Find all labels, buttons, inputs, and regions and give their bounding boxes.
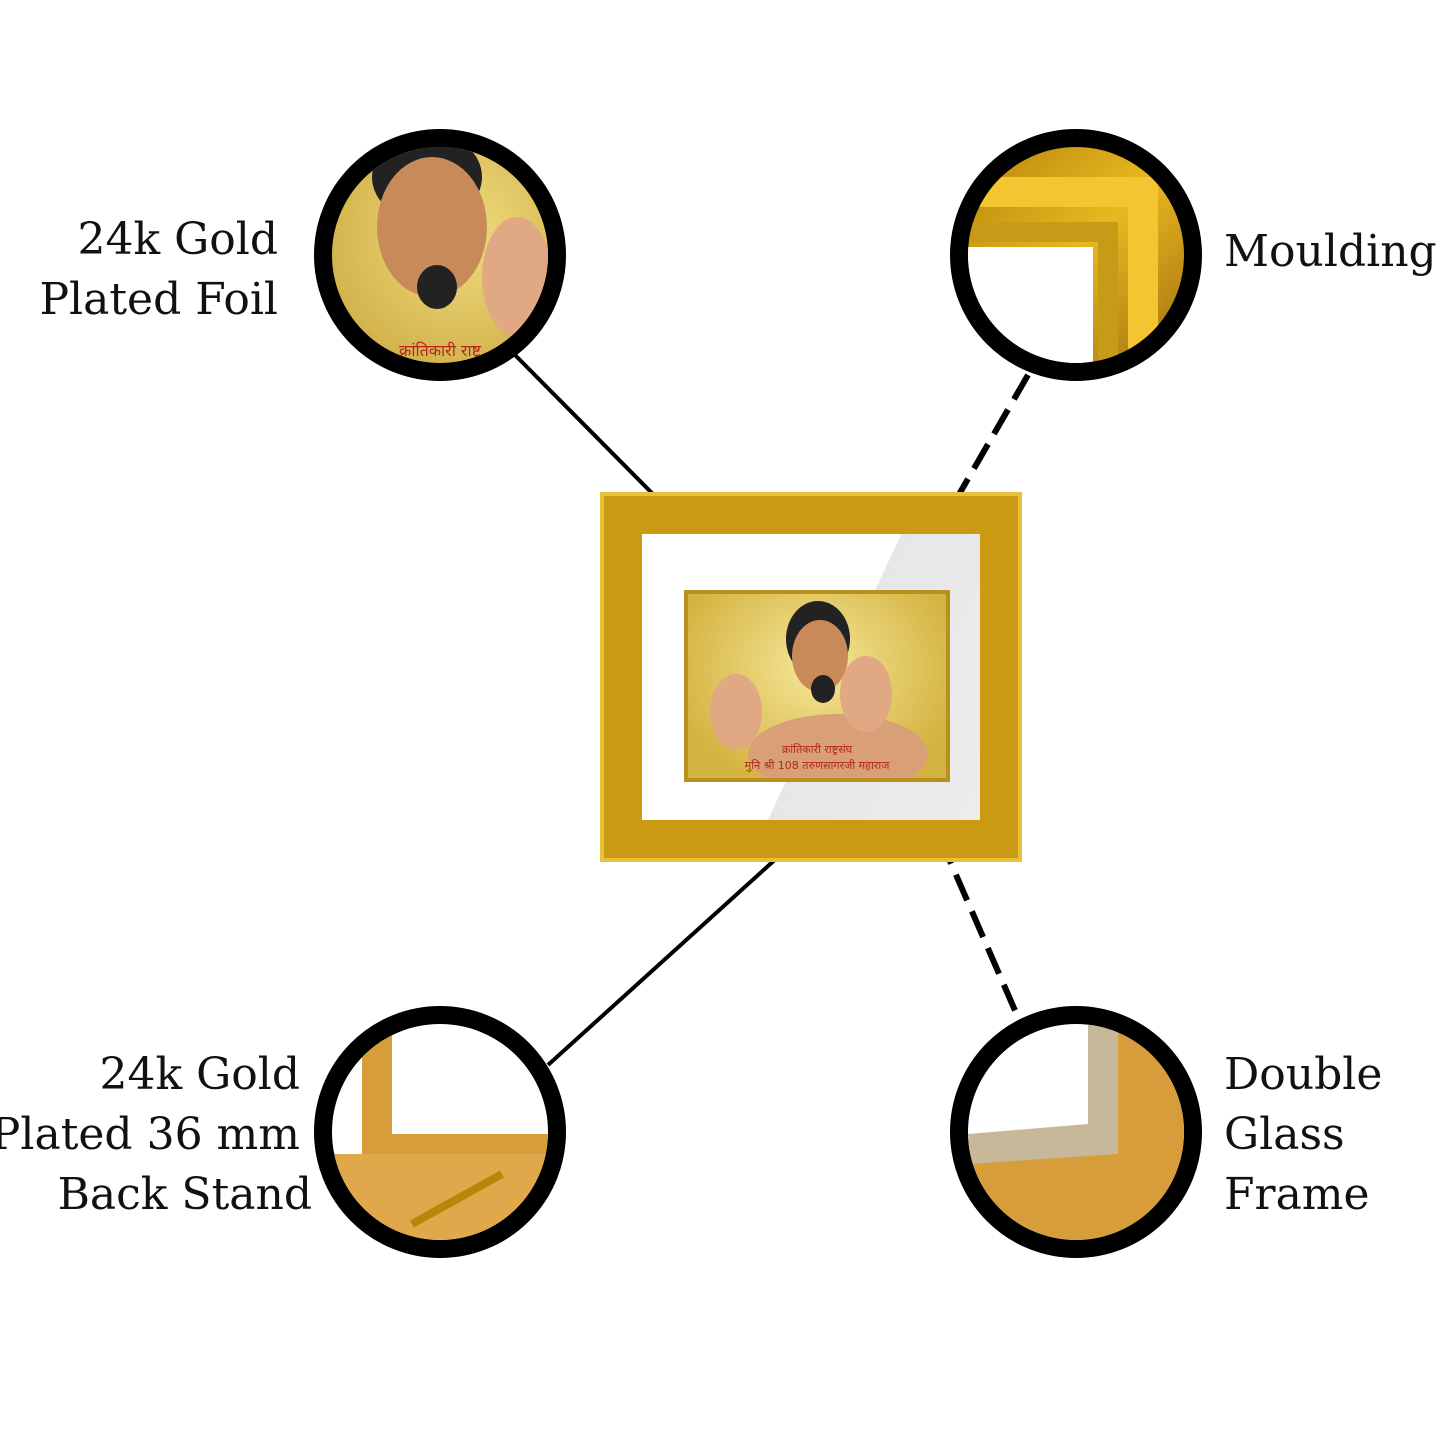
zoom-caption: क्रांतिकारी राष्ट्र: [399, 341, 481, 360]
zoom-circle-moulding: [950, 129, 1202, 381]
gold-foil-photo: क्रांतिकारी राष्ट्रसंघ मुनि श्री 108 तरु…: [684, 590, 950, 782]
connector-moulding: [947, 373, 1031, 512]
label-moulding: Moulding: [1224, 222, 1437, 282]
label-line: 24k Gold: [77, 214, 278, 265]
label-line: Moulding: [1224, 226, 1437, 277]
zoom-circle-foil: क्रांतिकारी राष्ट्र: [314, 129, 566, 381]
glass-detail-image: [968, 1024, 1184, 1240]
caption-line-2: मुनि श्री 108 तरुणसागरजी महाराज: [744, 759, 890, 772]
caption-line-1: क्रांतिकारी राष्ट्रसंघ: [781, 743, 853, 756]
moulding-detail-image: [968, 177, 1158, 363]
foil-detail-image: [372, 147, 548, 337]
stand-detail-image: [332, 1024, 548, 1240]
label-line: Frame: [1224, 1169, 1370, 1220]
label-gold-plated-foil: 24k Gold Plated Foil: [39, 210, 278, 330]
label-double-glass-frame: Double Glass Frame: [1224, 1045, 1382, 1225]
connector-glass: [937, 836, 1023, 1024]
label-line: Plated 36 mm: [0, 1109, 300, 1160]
connector-stand: [546, 855, 780, 1067]
label-line: Double: [1224, 1049, 1383, 1100]
label-back-stand: 24k Gold Plated 36 mm Back Stand: [0, 1045, 312, 1225]
portrait-image: [710, 601, 928, 778]
zoom-circle-glass: [950, 1006, 1202, 1258]
zoom-circle-stand: [314, 1006, 566, 1258]
label-line: 24k Gold: [99, 1049, 300, 1100]
label-line: Back Stand: [57, 1169, 312, 1220]
label-line: Plated Foil: [39, 274, 278, 325]
label-line: Glass: [1224, 1109, 1345, 1160]
